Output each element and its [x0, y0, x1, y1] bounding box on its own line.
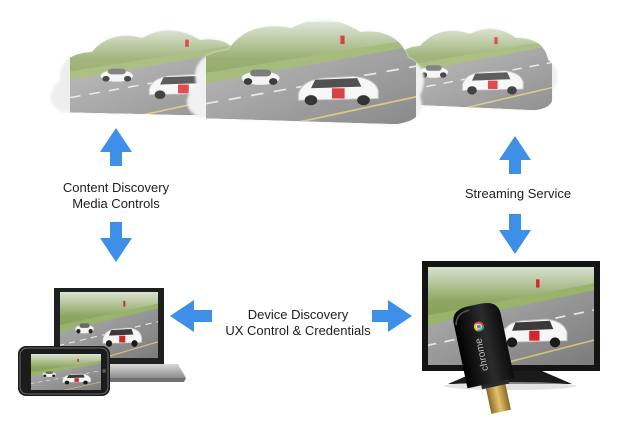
smartphone — [18, 346, 110, 396]
arrow-down-left — [100, 222, 132, 262]
device-discovery-label: Device Discovery UX Control & Credential… — [200, 307, 396, 339]
streaming-service-line: Streaming Service — [464, 186, 572, 201]
cloud-center — [186, 19, 424, 124]
device-discovery-line: Device Discovery — [247, 307, 349, 322]
arrow-up-left — [100, 128, 132, 166]
arrow-up-right — [499, 136, 531, 174]
content-discovery-label: Content Discovery Media Controls — [44, 180, 188, 212]
media-controls-line: Media Controls — [72, 196, 160, 211]
streaming-service-label: Streaming Service — [448, 186, 588, 202]
arrow-left-center — [170, 300, 212, 332]
ux-control-line: UX Control & Credentials — [225, 323, 371, 338]
content-discovery-line: Content Discovery — [62, 180, 170, 195]
arrow-right-center — [372, 300, 412, 332]
arrow-down-right — [499, 214, 531, 254]
chromecast-dongle: chrome — [453, 302, 515, 414]
